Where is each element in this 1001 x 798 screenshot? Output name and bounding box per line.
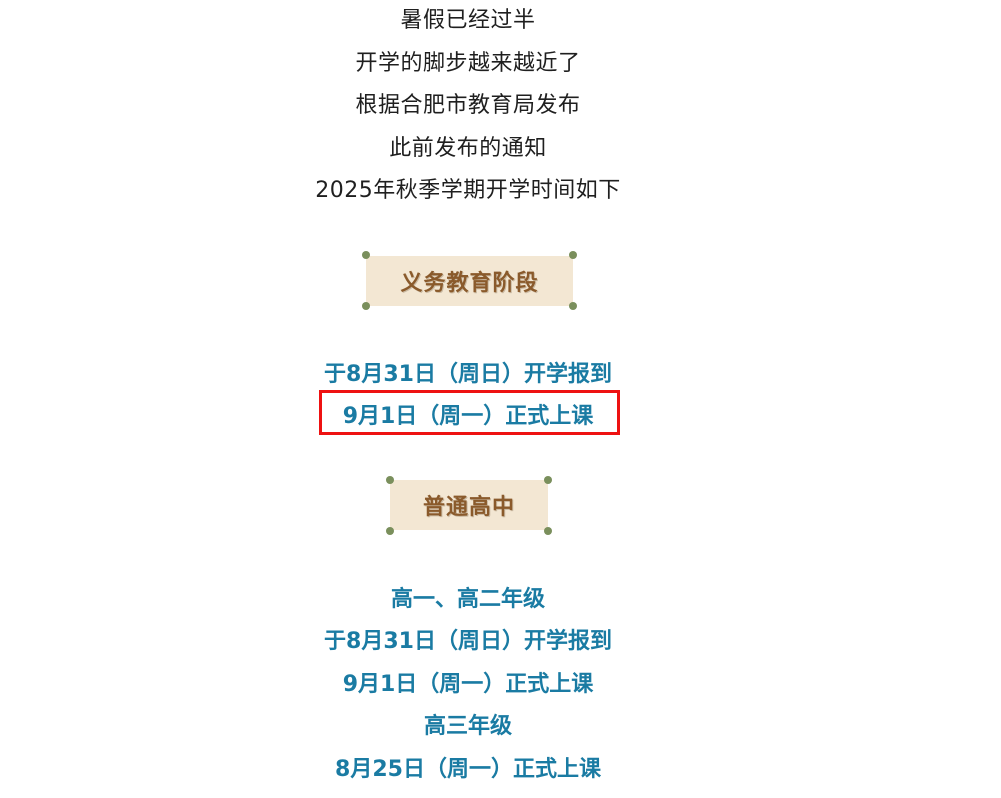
corner-dot-icon — [362, 251, 370, 259]
corner-dot-icon — [544, 476, 552, 484]
section-badge: 义务教育阶段 — [366, 256, 573, 306]
corner-dot-icon — [386, 476, 394, 484]
schedule-line: 8月25日（周一）正式上课 — [335, 757, 601, 782]
section-badge: 普通高中 — [390, 480, 548, 530]
corner-dot-icon — [569, 251, 577, 259]
schedule-line-highlighted: 9月1日（周一）正式上课 — [342, 404, 594, 429]
intro-line: 开学的脚步越来越近了 — [355, 51, 581, 76]
schedule-line: 高三年级 — [423, 714, 512, 739]
corner-dot-icon — [386, 527, 394, 535]
corner-dot-icon — [362, 302, 370, 310]
highlight-box — [319, 390, 620, 435]
corner-dot-icon — [569, 302, 577, 310]
intro-line: 2025年秋季学期开学时间如下 — [315, 178, 621, 203]
schedule-line: 高一、高二年级 — [390, 587, 545, 612]
intro-line: 此前发布的通知 — [389, 136, 547, 161]
intro-line: 暑假已经过半 — [400, 8, 536, 33]
schedule-line: 于8月31日（周日）开学报到 — [324, 362, 612, 387]
schedule-line: 9月1日（周一）正式上课 — [342, 672, 594, 697]
schedule-line: 于8月31日（周日）开学报到 — [324, 629, 612, 654]
corner-dot-icon — [544, 527, 552, 535]
intro-line: 根据合肥市教育局发布 — [355, 93, 581, 118]
